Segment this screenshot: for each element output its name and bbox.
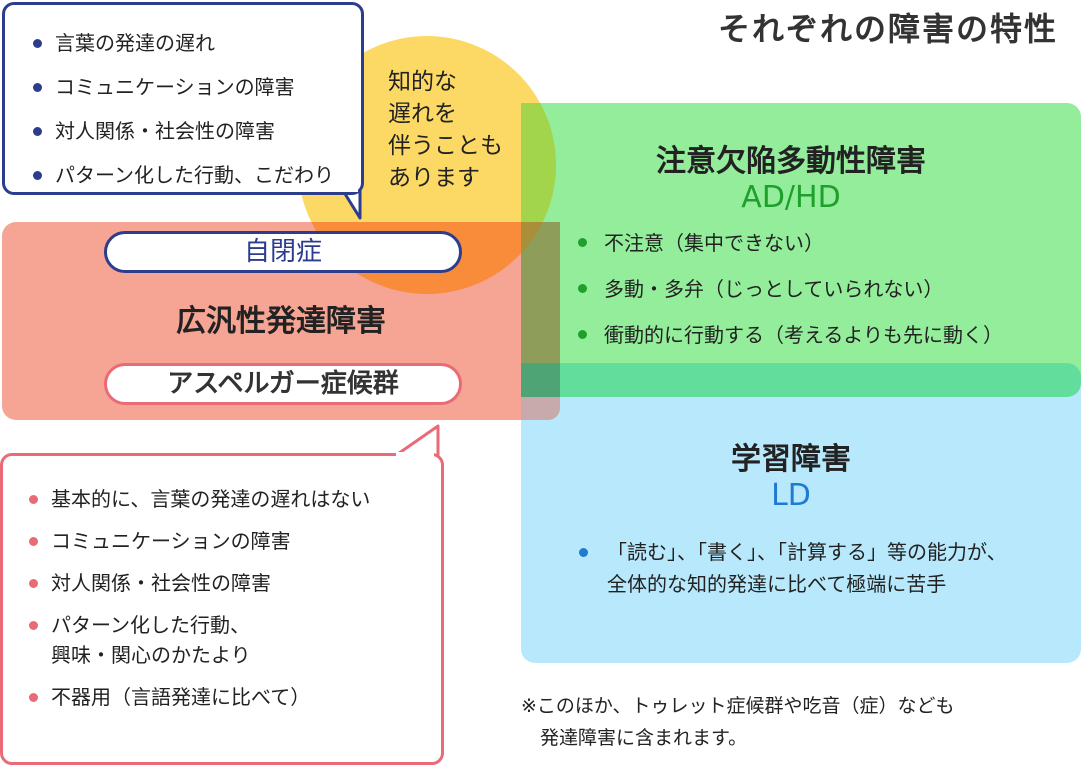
adhd-region (521, 103, 1081, 397)
autism-trait-item: パターン化した行動、こだわり (27, 159, 361, 203)
overlap-adhd-ld-pdd (521, 363, 560, 397)
adhd-heading: 注意欠陥多動性障害 (656, 144, 926, 179)
adhd-trait-item: 多動・多弁（じっとしていられない） (574, 272, 1003, 318)
asperger-trait-item: 不器用（言語発達に比べて） (23, 682, 441, 712)
autism-trait-item: コミュニケーションの障害 (27, 71, 361, 115)
overlap-adhd-ld (521, 363, 1081, 397)
ld-abbreviation: LD (771, 478, 811, 513)
pdd-heading: 広汎性発達障害 (176, 304, 386, 339)
autism-trait-item: 対人関係・社会性の障害 (27, 115, 361, 159)
asperger-trait-item: 対人関係・社会性の障害 (23, 568, 441, 598)
asperger-speech-bubble: 基本的に、言葉の発達の遅れはない コミュニケーションの障害 対人関係・社会性の障… (0, 453, 444, 765)
adhd-trait-item: 不注意（集中できない） (574, 226, 1003, 272)
adhd-trait-item: 衝動的に行動する（考えるよりも先に動く） (574, 318, 1003, 364)
adhd-abbreviation: AD/HD (741, 180, 841, 215)
overlap-ld-pdd (521, 397, 560, 420)
autism-speech-bubble: 言葉の発達の遅れ コミュニケーションの障害 対人関係・社会性の障害 パターン化し… (2, 2, 364, 195)
ld-heading: 学習障害 (731, 442, 851, 477)
asperger-trait-item: コミュニケーションの障害 (23, 526, 441, 556)
page-title: それぞれの障害の特性 (717, 10, 1058, 48)
autism-trait-item: 言葉の発達の遅れ (27, 27, 361, 71)
asperger-label: アスペルガー症候群 (104, 363, 462, 405)
autism-bubble-tail-joint (326, 186, 358, 192)
asperger-trait-item: 基本的に、言葉の発達の遅れはない (23, 484, 441, 514)
intellectual-disability-note: 知的な 遅れを 伴うことも あります (388, 69, 503, 191)
footnote: ※このほか、トゥレット症候群や吃音（症）なども 発達障害に含まれます。 (521, 695, 955, 749)
autism-label: 自閉症 (104, 231, 462, 273)
adhd-trait-list: 不注意（集中できない） 多動・多弁（じっとしていられない） 衝動的に行動する（考… (574, 226, 1003, 364)
ld-region (521, 363, 1081, 663)
ld-description: 「読む」、「書く」、「計算する」等の能力が、 全体的な知的発達に比べて極端に苦手 (575, 536, 1007, 600)
asperger-bubble-tail-joint (396, 452, 434, 458)
asperger-trait-item: パターン化した行動、 興味・関心のかたより (23, 610, 441, 670)
